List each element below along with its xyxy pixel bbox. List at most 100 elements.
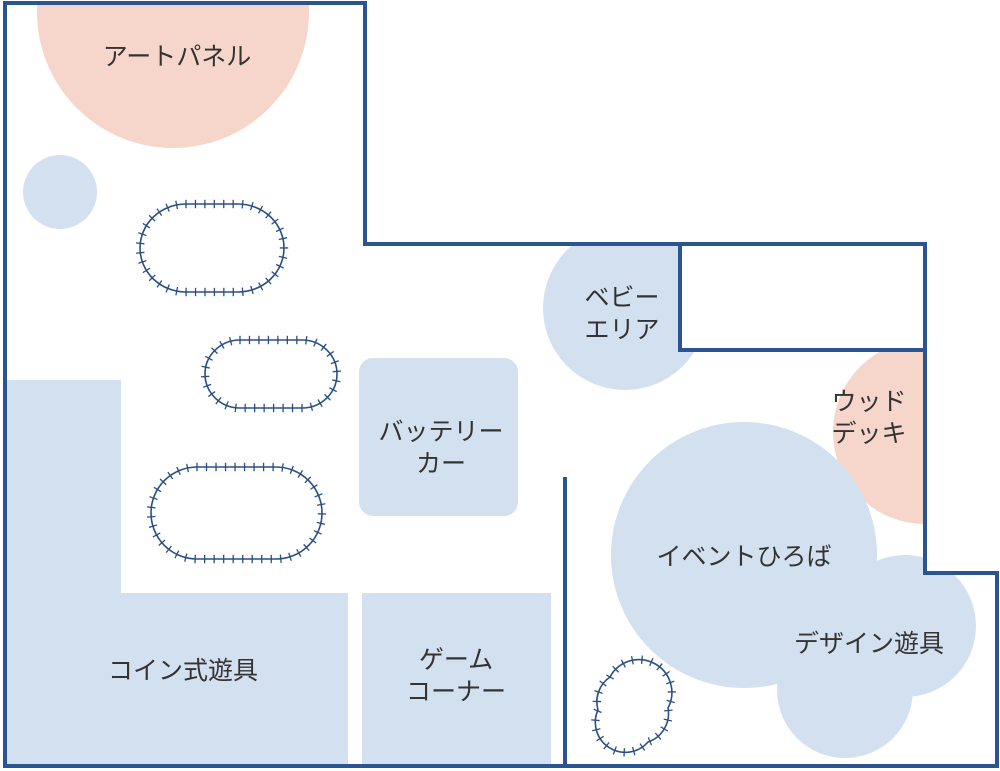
rail-tie bbox=[630, 656, 634, 665]
rail-tie bbox=[148, 524, 158, 528]
rail-tie bbox=[612, 746, 617, 755]
rail-tie bbox=[603, 742, 610, 750]
rail-tie bbox=[278, 237, 288, 241]
rail-tie bbox=[156, 208, 163, 216]
rail-tie bbox=[663, 718, 673, 722]
rail-tie bbox=[310, 484, 318, 490]
rail-tie bbox=[620, 659, 626, 668]
tracks bbox=[136, 199, 677, 757]
rail-tie bbox=[660, 726, 669, 732]
rail-tie bbox=[167, 471, 174, 480]
rail-tie bbox=[203, 383, 212, 388]
rail-tie bbox=[241, 199, 244, 209]
track-3-ties bbox=[146, 462, 327, 564]
rail-tie bbox=[309, 402, 314, 411]
rail-tie bbox=[666, 680, 675, 685]
rail-tie bbox=[288, 552, 292, 562]
event-plaza-label: イベントひろば bbox=[656, 542, 831, 571]
rail-tie bbox=[647, 737, 653, 746]
rail-tie bbox=[250, 285, 254, 295]
rail-tie bbox=[228, 337, 233, 346]
art-panel-zone bbox=[37, 3, 309, 148]
rail-tie bbox=[599, 680, 607, 687]
rail-tie bbox=[159, 478, 167, 486]
rail-tie bbox=[271, 218, 279, 225]
rail-tie bbox=[279, 554, 282, 564]
rail-tie bbox=[165, 284, 170, 293]
rail-tie bbox=[186, 463, 190, 473]
rail-tie bbox=[304, 476, 312, 484]
rail-tie bbox=[142, 267, 151, 274]
rail-tie bbox=[649, 657, 654, 667]
rail-tie bbox=[662, 670, 670, 677]
rail-tie bbox=[175, 286, 179, 296]
rail-tie bbox=[664, 709, 673, 712]
wood-deck-label-line2: デッキ bbox=[831, 419, 906, 448]
rail-tie bbox=[148, 214, 156, 222]
design-playset-label: デザイン遊具 bbox=[794, 629, 944, 658]
rail-tie bbox=[211, 347, 218, 355]
coin-rides-zone bbox=[5, 380, 348, 766]
rail-tie bbox=[278, 255, 288, 259]
rail-tie bbox=[313, 529, 322, 535]
track-3 bbox=[150, 466, 323, 560]
rail-tie bbox=[165, 203, 170, 212]
rail-tie bbox=[320, 343, 327, 351]
rail-tie bbox=[257, 205, 264, 214]
rail-tie bbox=[605, 674, 615, 680]
track-2-ties bbox=[200, 335, 342, 413]
rail-tie bbox=[591, 719, 600, 722]
art-panel-label: アートパネル bbox=[103, 42, 252, 71]
storage-room bbox=[678, 242, 927, 352]
track-1-ties bbox=[136, 199, 289, 297]
rail-tie bbox=[148, 274, 156, 282]
rail-tie bbox=[594, 690, 603, 695]
rail-tie bbox=[234, 403, 237, 413]
rail-tie bbox=[265, 277, 272, 285]
rail-tie bbox=[136, 242, 145, 245]
rail-tie bbox=[593, 708, 602, 714]
rail-tie bbox=[332, 370, 342, 373]
rail-tie bbox=[176, 466, 181, 475]
event-plaza-zone bbox=[611, 422, 877, 688]
rail-tie bbox=[275, 263, 284, 269]
rail-tie bbox=[146, 515, 156, 518]
rail-tie bbox=[207, 391, 216, 398]
rail-tie bbox=[666, 699, 675, 704]
wood-deck-label-line1: ウッド bbox=[831, 387, 906, 416]
battery-car-zone bbox=[359, 358, 518, 516]
rail-tie bbox=[639, 743, 646, 751]
rail-tie bbox=[275, 227, 284, 233]
design-playset-zone-b bbox=[777, 622, 913, 758]
baby-area-label-line1: ベビー bbox=[584, 283, 659, 312]
rail-tie bbox=[314, 493, 323, 498]
rail-tie bbox=[149, 496, 158, 501]
rail-tie bbox=[224, 401, 229, 410]
track-4-ties bbox=[591, 655, 677, 757]
battery-car-label-line1: バッテリー bbox=[378, 417, 503, 446]
rail-tie bbox=[165, 545, 172, 554]
rail-tie bbox=[305, 335, 308, 345]
rail-tie bbox=[271, 271, 279, 278]
rail-tie bbox=[258, 282, 264, 291]
rail-tie bbox=[184, 553, 188, 562]
rail-tie bbox=[303, 543, 310, 552]
track-1 bbox=[139, 203, 285, 293]
rail-tie bbox=[158, 539, 166, 546]
rail-tie bbox=[631, 746, 636, 756]
rail-tie bbox=[313, 338, 318, 347]
rail-tie bbox=[153, 486, 162, 493]
rail-tie bbox=[204, 355, 213, 361]
rail-tie bbox=[330, 360, 339, 365]
rail-tie bbox=[326, 350, 335, 357]
rail-tie bbox=[249, 201, 254, 211]
baby-area-zone bbox=[543, 226, 707, 390]
rail-tie bbox=[138, 232, 147, 237]
rail-tie bbox=[174, 550, 180, 559]
rail-tie bbox=[329, 387, 338, 393]
rail-tie bbox=[316, 503, 326, 506]
rail-tie bbox=[219, 340, 225, 349]
rail-tie bbox=[241, 287, 244, 297]
rail-tie bbox=[296, 549, 302, 557]
rail-tie bbox=[656, 663, 663, 671]
